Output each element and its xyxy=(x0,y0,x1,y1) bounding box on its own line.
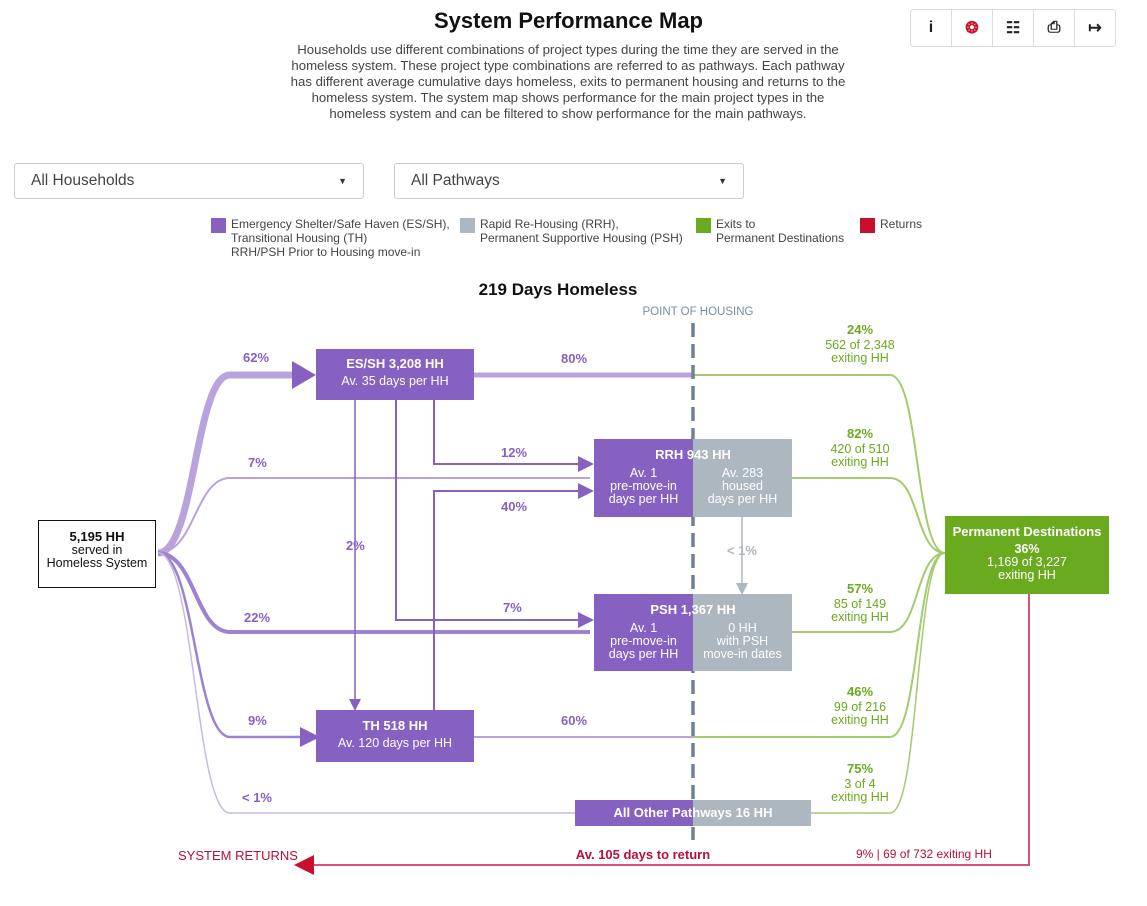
flow-entry-th xyxy=(157,551,320,747)
legend-swatch-grey xyxy=(460,218,475,233)
essh-th-label: 2% xyxy=(346,538,365,553)
flow-system-returns xyxy=(294,594,1030,875)
legend-swatch-purple xyxy=(211,218,226,233)
pathway-select[interactable]: All Pathways ▼ xyxy=(394,163,744,199)
chevron-down-icon: ▼ xyxy=(718,176,727,186)
th-exit-label: 60% xyxy=(561,713,588,728)
th-sub: Av. 120 days per HH xyxy=(337,736,453,750)
legend-item-green: Exits to Permanent Destinations xyxy=(716,217,845,245)
perm-title: Permanent Destinations xyxy=(952,524,1102,539)
lightbulb-icon[interactable]: ❂ xyxy=(952,10,993,46)
entry-label-essh: 62% xyxy=(243,350,270,365)
essh-exit-label: 80% xyxy=(561,351,588,366)
page-title: System Performance Map xyxy=(434,8,703,33)
flow-essh-rrh xyxy=(433,400,594,472)
flow-exit-3 xyxy=(790,552,946,633)
source-label: served in Homeless System xyxy=(46,542,148,570)
days-homeless-heading: 219 Days Homeless xyxy=(478,280,638,299)
grid-icon[interactable]: ☷ xyxy=(993,10,1034,46)
exit-stat-4: 46%99 of 216 exiting HH xyxy=(831,684,889,727)
info-icon[interactable]: i xyxy=(911,10,952,46)
flow-entry-essh xyxy=(157,371,300,557)
days-to-return-label: Av. 105 days to return xyxy=(575,847,711,862)
exit-stat-2: 82%420 of 510 exiting HH xyxy=(830,426,890,469)
point-of-housing-label: POINT OF HOUSING xyxy=(642,306,754,318)
flow-entry-other xyxy=(157,552,575,814)
essh-rrh-label: 12% xyxy=(501,445,528,460)
page-description: Households use different combinations of… xyxy=(290,42,846,121)
exit-stat-3: 57%85 of 149 exiting HH xyxy=(831,581,889,624)
source-count: 5,195 HH xyxy=(69,529,125,544)
rrh-pre-text: Av. 1 pre-move-in days per HH xyxy=(608,466,679,506)
rrh-post-text: Av. 283 housed days per HH xyxy=(707,466,778,506)
entry-label-th: 9% xyxy=(248,713,267,728)
legend-swatch-red xyxy=(860,218,875,233)
th-rrh-label: 40% xyxy=(501,499,528,514)
entry-arrow-head xyxy=(292,361,316,389)
flow-exit-5 xyxy=(810,552,946,814)
legend-item-grey: Rapid Re-Housing (RRH), Permanent Suppor… xyxy=(480,217,683,245)
exit-stat-5: 75%3 of 4 exiting HH xyxy=(831,761,889,804)
other-pre-node xyxy=(575,800,693,826)
entry-label-psh: 22% xyxy=(244,610,271,625)
flow-essh-psh xyxy=(395,400,594,628)
psh-title: PSH 1,367 HH xyxy=(650,602,736,617)
perm-pct: 36% xyxy=(1014,542,1040,556)
essh-title: ES/SH 3,208 HH xyxy=(346,356,444,371)
th-title: TH 518 HH xyxy=(362,718,428,733)
pathway-select-value: All Pathways xyxy=(411,172,500,189)
chevron-down-icon: ▼ xyxy=(338,176,347,186)
exit-stat-1: 24%562 of 2,348 exiting HH xyxy=(825,322,895,365)
flow-exit-1 xyxy=(693,374,946,554)
toolbar: i ❂ ☷ ⎙ ↦ xyxy=(910,9,1116,47)
legend-item-purple: Emergency Shelter/Safe Haven (ES/SH), Tr… xyxy=(231,217,450,259)
flow-exit-2 xyxy=(790,477,946,554)
flow-entry-psh xyxy=(157,551,590,634)
source-node: 5,195 HH served in Homeless System xyxy=(38,520,156,588)
system-returns-label: SYSTEM RETURNS xyxy=(178,848,298,863)
entry-label-other: < 1% xyxy=(242,790,272,805)
essh-psh-label: 7% xyxy=(503,600,522,615)
rrh-post-node xyxy=(693,439,792,517)
entry-label-rrh: 7% xyxy=(248,455,267,470)
perm-sub: 1,169 of 3,227 exiting HH xyxy=(987,555,1067,582)
essh-sub: Av. 35 days per HH xyxy=(341,374,449,388)
print-icon[interactable]: ⎙ xyxy=(1034,10,1075,46)
flow-exit-4 xyxy=(693,552,946,738)
th-node: TH 518 HH Av. 120 days per HH xyxy=(316,710,474,762)
essh-node: ES/SH 3,208 HH Av. 35 days per HH xyxy=(316,349,474,400)
legend-swatch-green xyxy=(696,218,711,233)
flow-th-rrh xyxy=(433,483,594,710)
psh-pre-node xyxy=(594,594,693,671)
legend-item-red: Returns xyxy=(880,217,923,231)
household-select-value: All Households xyxy=(31,172,135,189)
psh-post-text: 0 HH with PSH move-in dates xyxy=(703,621,782,661)
other-post-node xyxy=(693,800,811,826)
rrh-psh-label: < 1% xyxy=(727,543,757,558)
flow-entry-rrh xyxy=(157,477,590,554)
permanent-destinations-node: Permanent Destinations 36% 1,169 of 3,22… xyxy=(945,516,1109,594)
rrh-pre-node xyxy=(594,439,693,517)
other-title: All Other Pathways 16 HH xyxy=(613,805,773,820)
psh-post-node xyxy=(693,594,792,671)
exit-icon[interactable]: ↦ xyxy=(1088,20,1102,37)
rrh-title: RRH 943 HH xyxy=(655,447,731,462)
returns-stat-label: 9% | 69 of 732 exiting HH xyxy=(856,847,992,861)
household-select[interactable]: All Households ▼ xyxy=(14,163,364,199)
psh-pre-text: Av. 1 pre-move-in days per HH xyxy=(608,621,679,661)
